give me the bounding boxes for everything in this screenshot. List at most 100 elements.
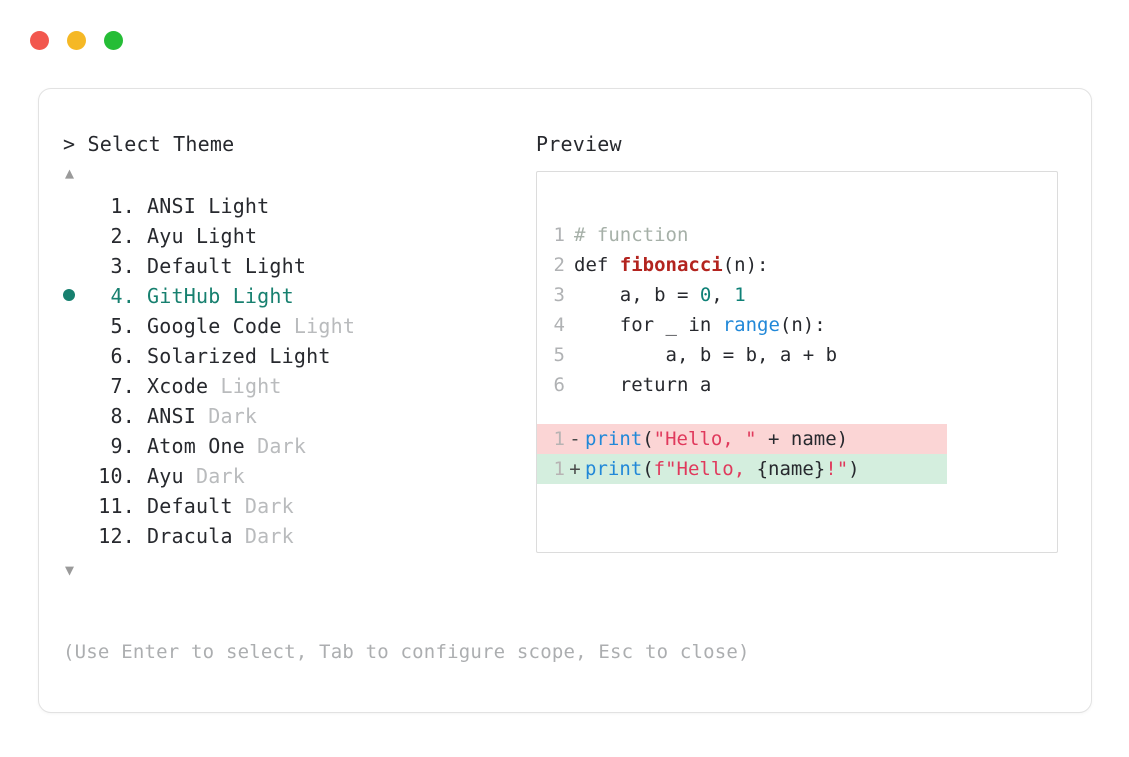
theme-item-number: 2. [98, 224, 135, 248]
theme-list-item[interactable]: 2.Ayu Light [63, 221, 513, 251]
theme-item-name: Google Code [147, 314, 282, 338]
theme-item-variant: Light [208, 374, 282, 398]
close-button[interactable] [30, 31, 49, 50]
diff-sign: + [569, 458, 581, 480]
theme-item-variant: Light [232, 254, 307, 278]
theme-item-name: Default [147, 494, 233, 518]
theme-list-item[interactable]: 5.Google Code Light [63, 311, 513, 341]
theme-list-item[interactable]: 6. Solarized Light [63, 341, 513, 371]
diff-line-text: print("Hello, " + name) [585, 424, 848, 454]
theme-item-variant: Light [257, 344, 331, 368]
scroll-down-icon[interactable]: ▼ [65, 561, 75, 579]
line-number: 3 [553, 284, 565, 306]
theme-item-number: 6. [98, 344, 135, 368]
theme-item-number: 9. [98, 434, 135, 458]
theme-item-number: 8. [98, 404, 135, 428]
theme-item-variant: Light [281, 314, 356, 338]
code-token: a, b = b, a + b [574, 344, 838, 366]
theme-list-item[interactable]: 3. Default Light [63, 251, 513, 281]
theme-list-item[interactable]: 1. ANSI Light [63, 191, 513, 221]
maximize-button[interactable] [104, 31, 123, 50]
code-token: + name) [756, 428, 849, 450]
theme-item-number: 3. [98, 254, 135, 278]
theme-list-item[interactable]: 11.Default Dark [63, 491, 513, 521]
code-token: (n): [779, 314, 826, 336]
code-line-text: a, b = b, a + b [565, 340, 838, 370]
code-token: (n): [722, 254, 769, 276]
code-line-text: a, b = 0, 1 [565, 280, 746, 310]
theme-item-number: 10. [98, 464, 135, 488]
code-line: 3 a, b = 0, 1 [537, 280, 1057, 310]
code-token: ( [642, 428, 654, 450]
line-number: 1 [553, 224, 565, 246]
theme-item-number: 12. [98, 524, 135, 548]
code-token: f"Hello, [653, 458, 757, 480]
theme-item-variant: Dark [244, 434, 307, 458]
scroll-up-icon[interactable]: ▲ [65, 164, 75, 182]
diff-sample: 1-print("Hello, " + name)1+print(f"Hello… [537, 424, 1057, 484]
theme-list-item[interactable]: 10.Ayu Dark [63, 461, 513, 491]
code-line-text: for _ in range(n): [565, 310, 826, 340]
theme-item-name: Xcode [147, 374, 209, 398]
theme-item-name: Atom One [147, 434, 245, 458]
theme-item-name: ANSI [147, 194, 196, 218]
keyboard-hint: (Use Enter to select, Tab to configure s… [63, 641, 750, 663]
diff-line-minus: 1-print("Hello, " + name) [537, 424, 947, 454]
code-token: 0 [699, 284, 712, 306]
prompt-label: > Select Theme [63, 132, 235, 156]
theme-item-variant: Light [220, 284, 294, 308]
line-number: 4 [553, 314, 565, 336]
theme-item-variant: Light [195, 194, 270, 218]
theme-item-number: 4. [98, 284, 135, 308]
theme-item-variant: Dark [232, 524, 294, 548]
code-line-text: def fibonacci(n): [565, 250, 768, 280]
theme-item-name: Ayu [147, 224, 184, 248]
selected-bullet-icon [63, 283, 87, 313]
diff-sign: - [569, 428, 581, 450]
theme-item-number: 11. [98, 494, 135, 518]
theme-list-item[interactable]: 9. Atom One Dark [63, 431, 513, 461]
code-token: ) [848, 458, 860, 480]
code-line: 6 return a [537, 370, 1057, 400]
line-number: 2 [553, 254, 565, 276]
code-token: !" [825, 458, 849, 480]
theme-item-number: 1. [98, 194, 135, 218]
theme-list-item[interactable]: 7.Xcode Light [63, 371, 513, 401]
code-token: fibonacci [619, 254, 723, 276]
code-token: {name} [756, 458, 826, 480]
code-token: print [585, 428, 643, 450]
code-token: range [722, 314, 780, 336]
code-line-text: return a [565, 370, 712, 400]
code-token: a, b = [574, 284, 700, 306]
code-line: 1# function [537, 220, 1057, 250]
code-token: 1 [734, 284, 746, 306]
code-token: return a [574, 374, 712, 396]
theme-list[interactable]: 1. ANSI Light 2. Ayu Light 3. Default Light… [63, 191, 513, 551]
code-line: 4 for _ in range(n): [537, 310, 1057, 340]
theme-item-name: GitHub [147, 284, 221, 308]
theme-list-item[interactable]: 8.ANSI Dark [63, 401, 513, 431]
code-token: , [711, 284, 735, 306]
code-line: 5 a, b = b, a + b [537, 340, 1057, 370]
window-traffic-lights [30, 31, 123, 50]
code-token: "Hello, " [653, 428, 757, 450]
minimize-button[interactable] [67, 31, 86, 50]
theme-list-item[interactable]: 4. GitHub Light [63, 281, 513, 311]
diff-line-text: print(f"Hello, {name}!") [585, 454, 860, 484]
code-token: def [574, 254, 620, 276]
code-token: for _ in [574, 314, 723, 336]
theme-list-item[interactable]: 12.Dracula Dark [63, 521, 513, 551]
theme-picker-card: > Select Theme ▲ 1. ANSI Light 2. Ayu Ligh… [38, 88, 1092, 713]
line-number: 6 [553, 374, 565, 396]
code-token: ( [642, 458, 654, 480]
theme-item-name: Default [147, 254, 233, 278]
code-line-text: # function [565, 220, 688, 250]
theme-item-name: Ayu [147, 464, 184, 488]
theme-item-name: Solarized [147, 344, 258, 368]
theme-item-name: ANSI [147, 404, 196, 428]
